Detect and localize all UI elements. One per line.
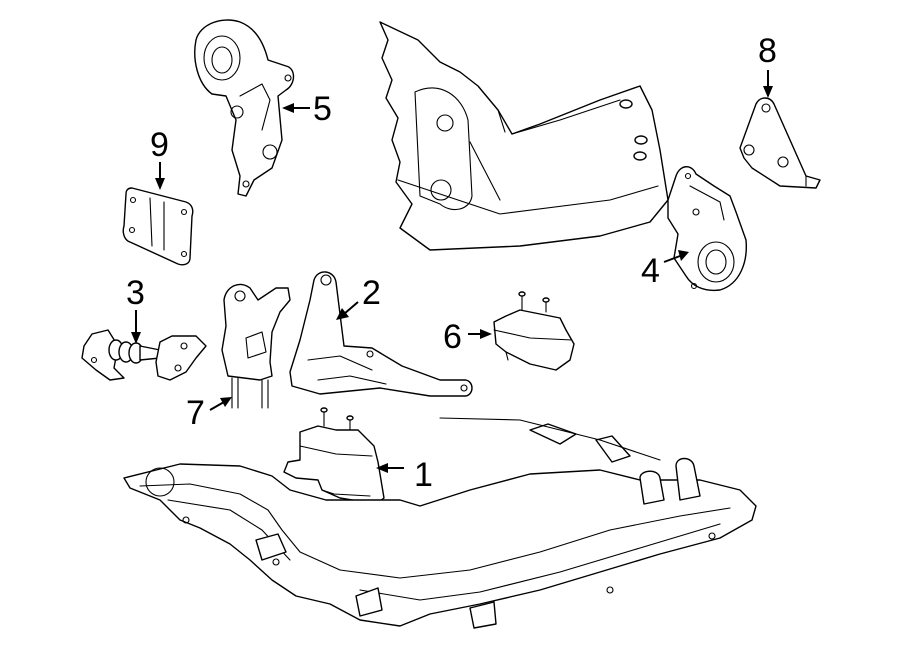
callout-1: 1 <box>376 456 433 494</box>
callout-7: 7 <box>186 394 232 432</box>
engine-stud <box>619 99 648 161</box>
callout-9: 9 <box>150 126 169 190</box>
callout-label-2: 2 <box>362 274 381 312</box>
part-4-mount <box>667 166 747 292</box>
callout-label-8: 8 <box>758 32 777 70</box>
part-1-mount <box>283 407 385 505</box>
callout-3: 3 <box>126 274 145 344</box>
callout-label-3: 3 <box>126 274 145 312</box>
part-7-bracket <box>221 283 291 409</box>
callout-label-7: 7 <box>186 394 205 432</box>
part-3-strut <box>81 329 207 381</box>
subframe <box>123 417 757 629</box>
part-5-mount <box>194 19 295 197</box>
callout-label-4: 4 <box>641 252 660 290</box>
callout-6: 6 <box>443 318 492 356</box>
part-2-bracket <box>289 271 473 397</box>
callout-label-6: 6 <box>443 318 462 356</box>
callout-5: 5 <box>282 90 332 128</box>
part-9-plate <box>122 187 194 266</box>
callout-8: 8 <box>758 32 777 98</box>
callout-label-5: 5 <box>313 90 332 128</box>
part-8-bracket <box>739 97 821 189</box>
callout-label-9: 9 <box>150 126 169 164</box>
engine-block <box>379 21 669 251</box>
callout-4: 4 <box>641 250 689 290</box>
callout-label-1: 1 <box>414 456 433 494</box>
part-6-mount <box>493 291 575 371</box>
callout-2: 2 <box>336 274 381 320</box>
